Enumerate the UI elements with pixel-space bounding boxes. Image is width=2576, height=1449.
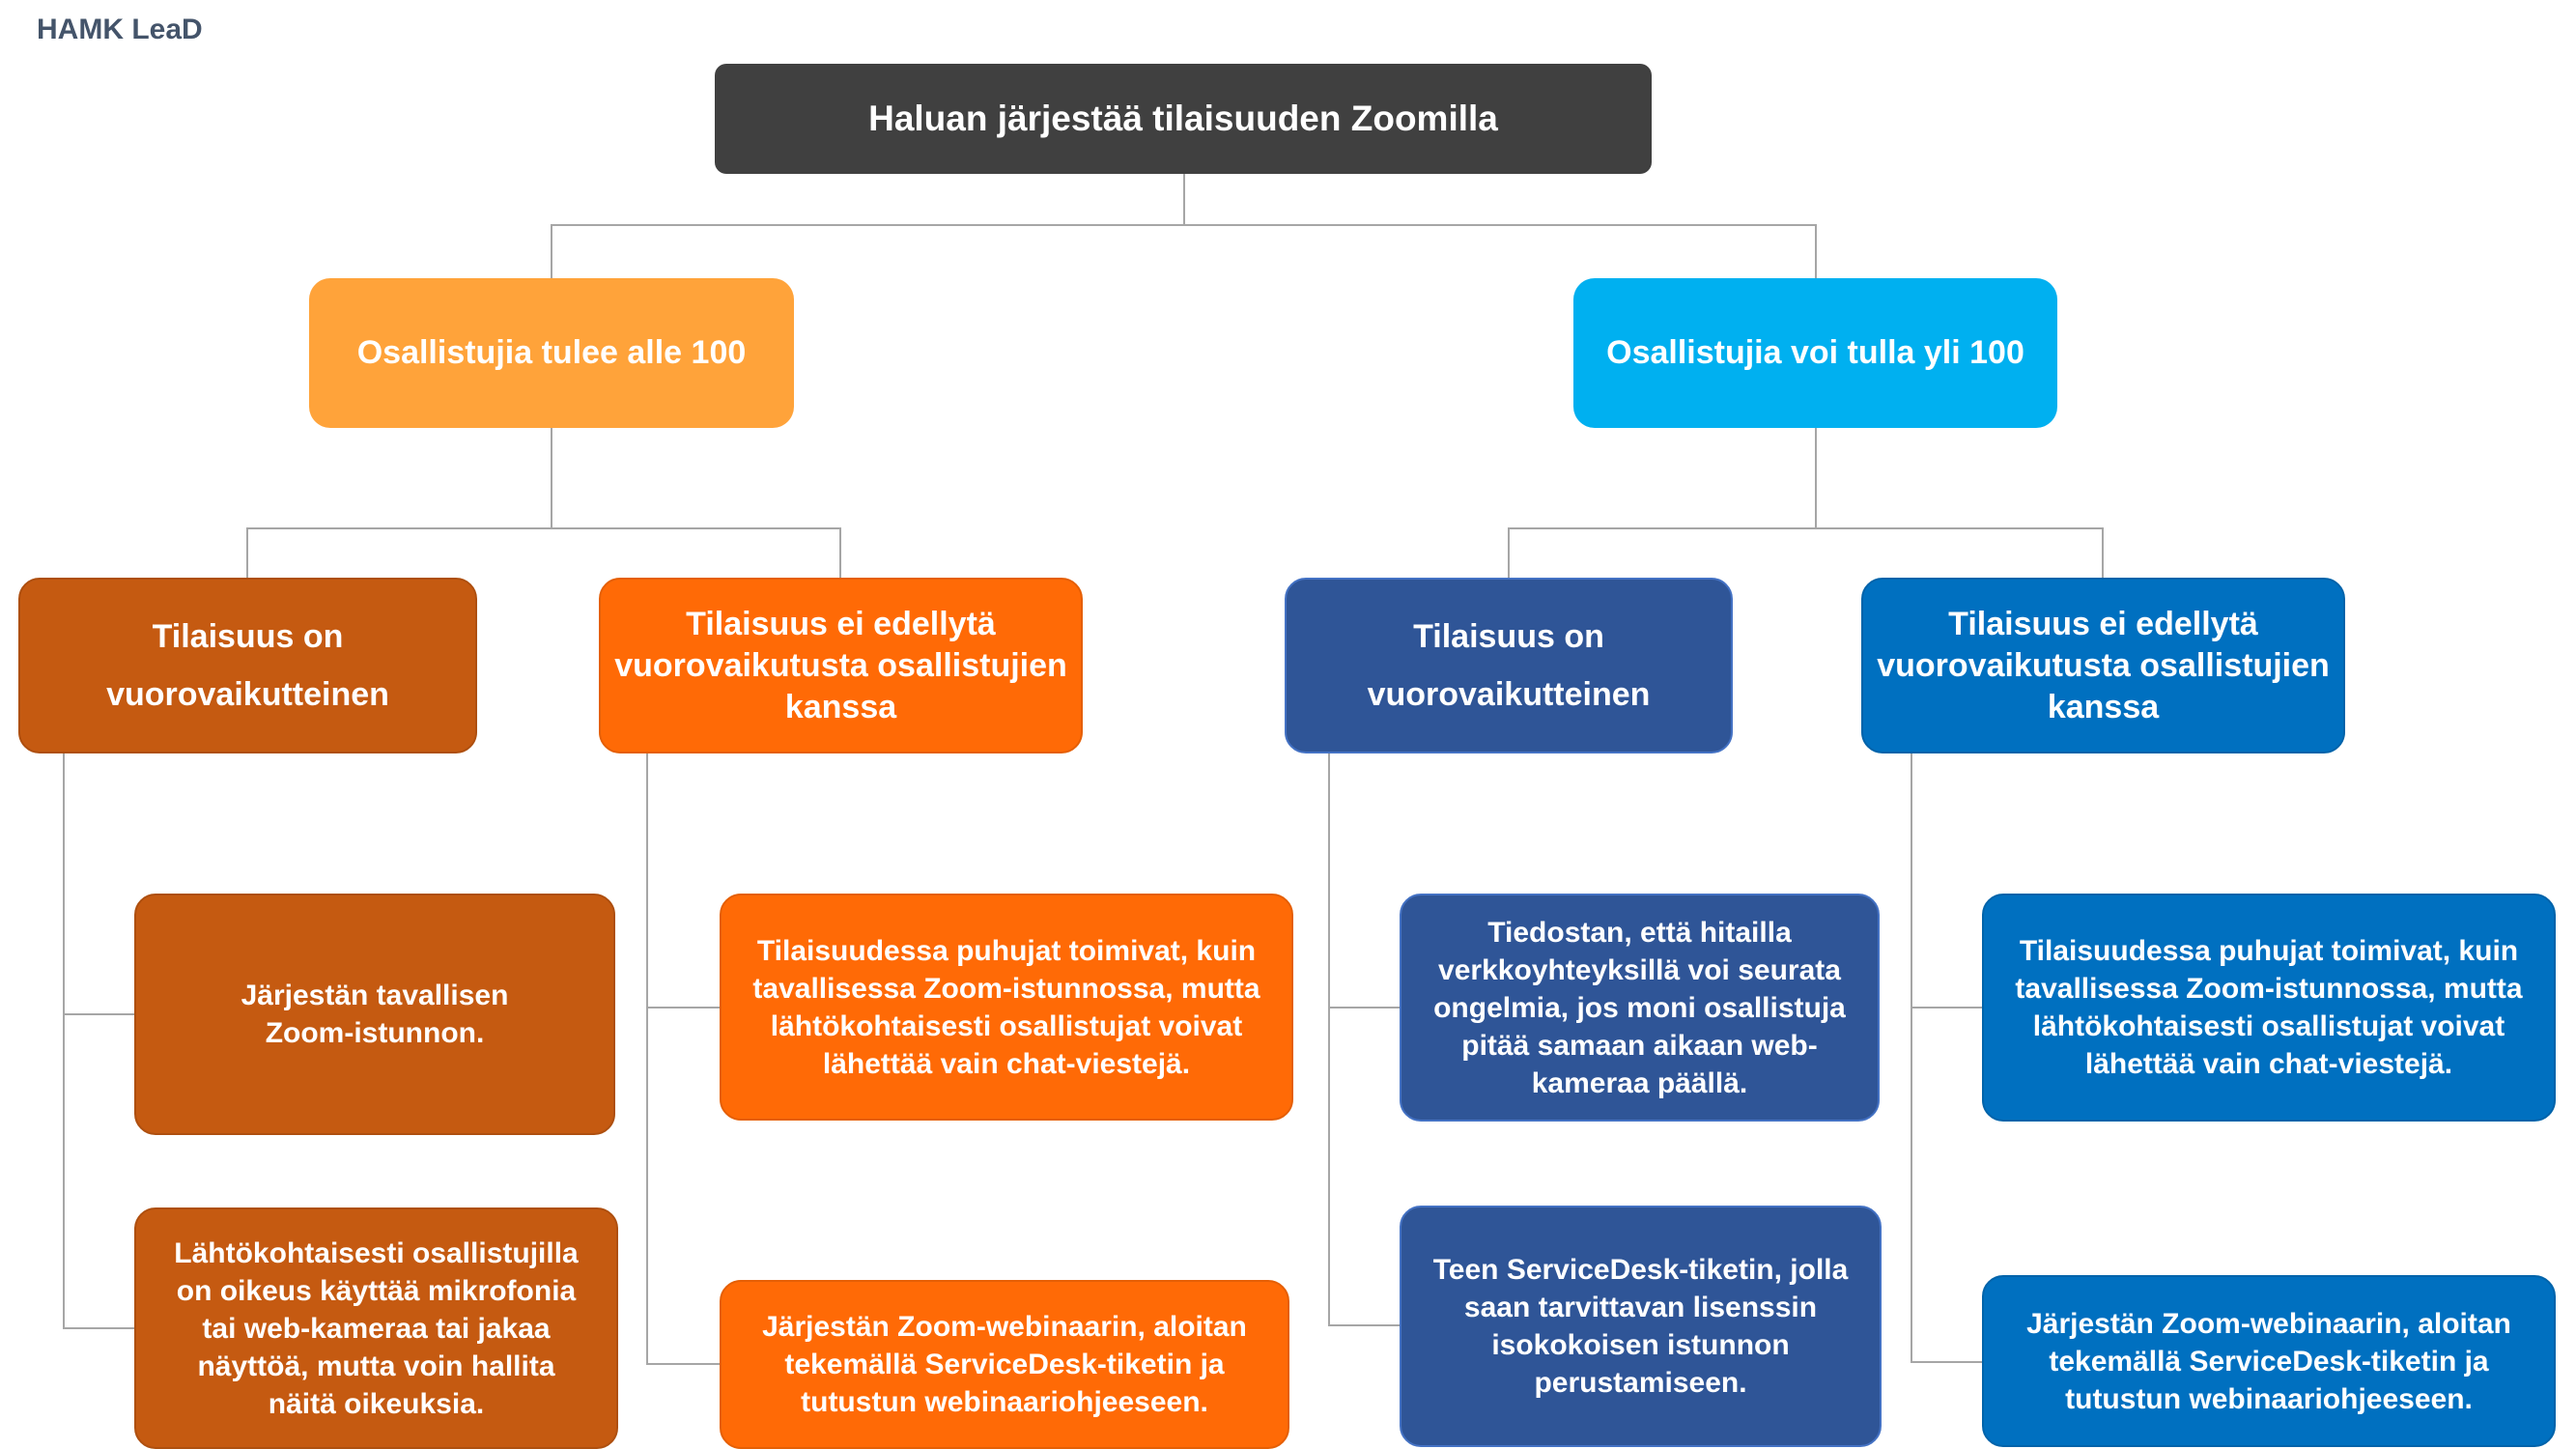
outcome-over-100-chat-only-text: Tilaisuudessa puhujat toimivat, kuin tav…	[2015, 935, 2523, 1080]
connector-root-r1	[1184, 224, 1817, 278]
over-100-interactive-label: Tilaisuus on vuorovaikutteinen	[1367, 618, 1651, 713]
over-100-noninteractive-node: Tilaisuus ei edellytä vuorovaikutusta os…	[1861, 578, 2345, 753]
outcome-over-100-chat-only: Tilaisuudessa puhujat toimivat, kuin tav…	[1982, 894, 2556, 1122]
root-node: Haluan järjestää tilaisuuden Zoomilla	[715, 64, 1652, 174]
connector-r1-r2a	[1508, 428, 1817, 578]
under-100-interactive-node: Tilaisuus on vuorovaikutteinen	[18, 578, 477, 753]
outcome-over-100-webinar: Järjestän Zoom-webinaarin, aloitan tekem…	[1982, 1275, 2556, 1447]
outcome-under-100-webinar-text: Järjestän Zoom-webinaarin, aloitan tekem…	[762, 1311, 1247, 1418]
outcome-large-session-license-text: Teen ServiceDesk-tiketin, jolla saan tar…	[1432, 1254, 1849, 1399]
connector-r2a-leaves	[1328, 753, 1400, 1326]
over-100-noninteractive-label: Tilaisuus ei edellytä vuorovaikutusta os…	[1877, 605, 2330, 725]
connector-root-l1	[551, 174, 1185, 278]
connector-l1-l2a	[246, 428, 552, 578]
outcome-under-100-chat-only: Tilaisuudessa puhujat toimivat, kuin tav…	[720, 894, 1293, 1121]
branch-over-100-node: Osallistujia voi tulla yli 100	[1573, 278, 2057, 428]
root-node-label: Haluan järjestää tilaisuuden Zoomilla	[868, 99, 1498, 138]
outcome-large-session-license: Teen ServiceDesk-tiketin, jolla saan tar…	[1400, 1206, 1882, 1447]
outcome-under-100-webinar: Järjestän Zoom-webinaarin, aloitan tekem…	[720, 1280, 1289, 1449]
under-100-interactive-label: Tilaisuus on vuorovaikutteinen	[106, 618, 389, 713]
connector-l1-l2b	[552, 527, 841, 578]
outcome-regular-zoom-session: Järjestän tavallisen Zoom-istunnon.	[134, 894, 615, 1135]
branch-under-100-label: Osallistujia tulee alle 100	[356, 334, 747, 371]
connector-r2b-leaves	[1911, 753, 1982, 1363]
connector-l2a-leaves	[63, 753, 134, 1329]
connector-r1-r2b	[1816, 527, 2104, 578]
brand-label: HAMK LeaD	[37, 14, 203, 45]
branch-over-100-label: Osallistujia voi tulla yli 100	[1606, 334, 2024, 371]
outcome-over-100-webinar-text: Järjestän Zoom-webinaarin, aloitan tekem…	[2026, 1307, 2511, 1415]
under-100-noninteractive-node: Tilaisuus ei edellytä vuorovaikutusta os…	[599, 578, 1083, 753]
branch-under-100-node: Osallistujia tulee alle 100	[309, 278, 794, 428]
outcome-regular-zoom-session-text: Järjestän tavallisen Zoom-istunnon.	[241, 980, 509, 1049]
outcome-participant-permissions-text: Lähtökohtaisesti osallistujilla on oikeu…	[174, 1236, 579, 1420]
over-100-interactive-node: Tilaisuus on vuorovaikutteinen	[1285, 578, 1733, 753]
outcome-slow-connections-warning-text: Tiedostan, että hitailla verkkoyhteyksil…	[1433, 916, 1846, 1099]
outcome-under-100-chat-only-text: Tilaisuudessa puhujat toimivat, kuin tav…	[752, 934, 1260, 1080]
connector-l2b-leaves	[646, 753, 720, 1365]
outcome-participant-permissions: Lähtökohtaisesti osallistujilla on oikeu…	[134, 1208, 618, 1449]
under-100-noninteractive-label: Tilaisuus ei edellytä vuorovaikutusta os…	[614, 605, 1067, 725]
outcome-slow-connections-warning: Tiedostan, että hitailla verkkoyhteyksil…	[1400, 894, 1880, 1122]
